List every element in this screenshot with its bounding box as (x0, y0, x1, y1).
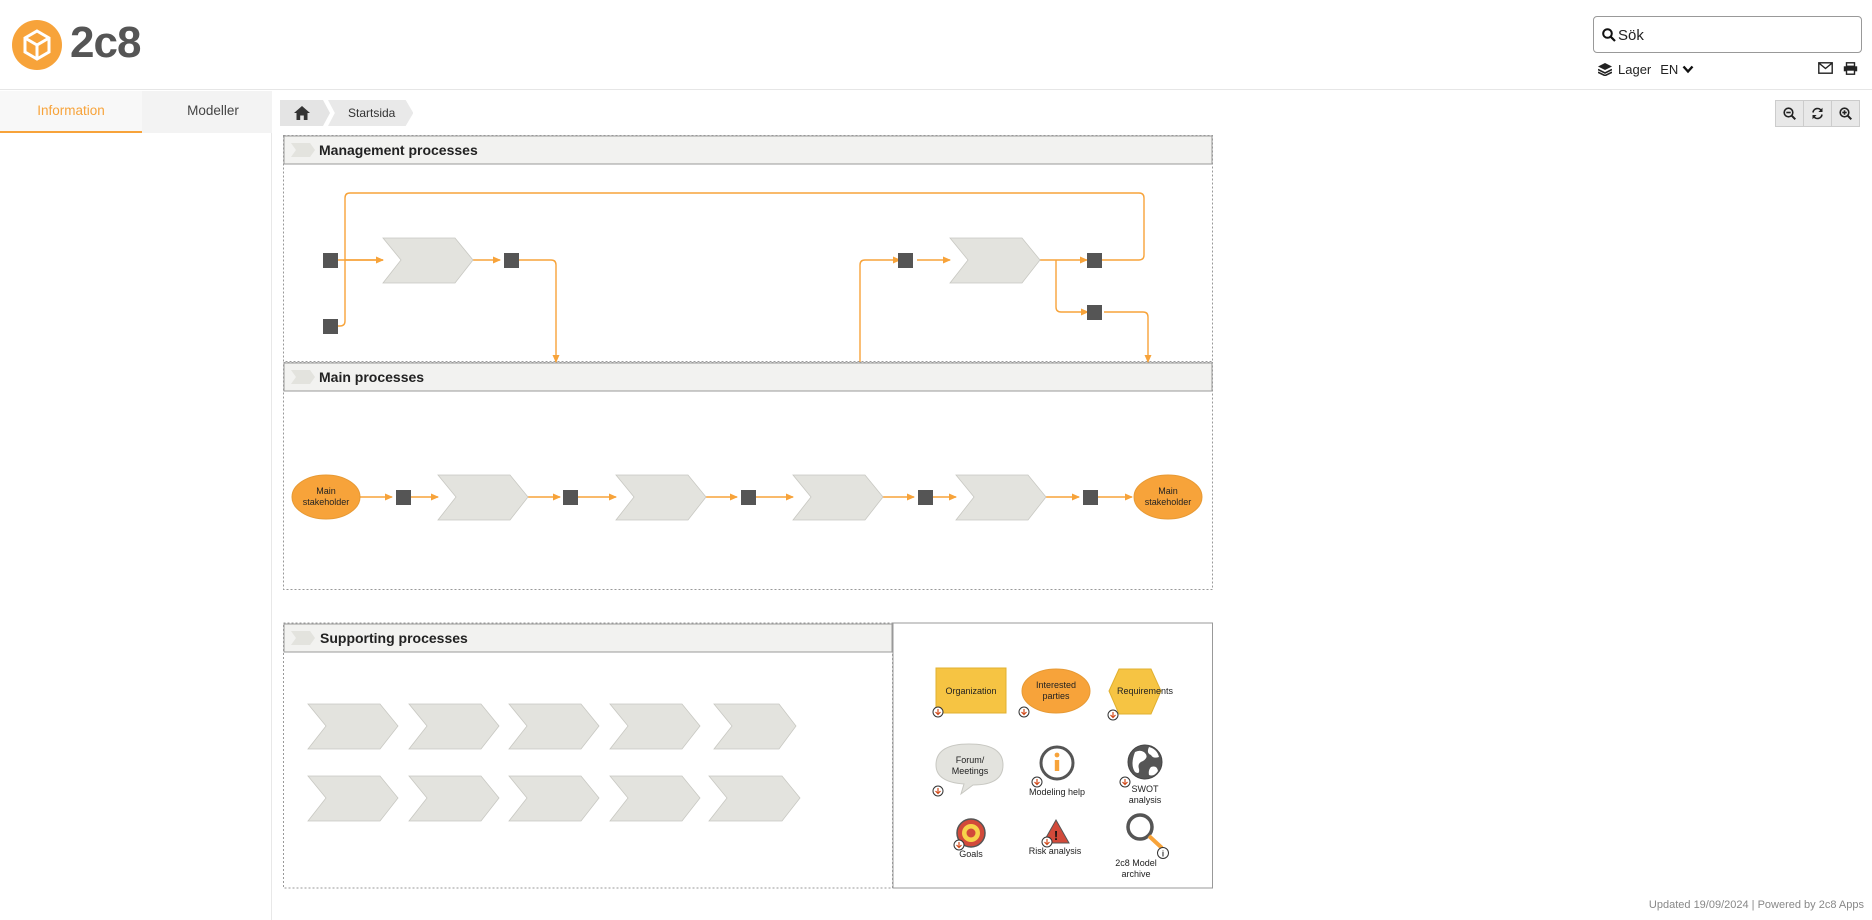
event-node[interactable] (1087, 305, 1102, 320)
lane-title-main: Main processes (319, 369, 424, 385)
lane-chevron-icon (291, 143, 315, 157)
event-node[interactable] (323, 253, 338, 268)
legend-goals-label: Goals (959, 849, 983, 859)
legend-goals[interactable]: Goals (953, 818, 986, 859)
search-icon (1602, 28, 1616, 42)
main-stakeholder-right[interactable] (1133, 474, 1203, 520)
process-map: Management processes Main processes Supp… (283, 135, 1213, 889)
process-chevron[interactable] (408, 703, 500, 750)
process-chevron[interactable] (437, 474, 529, 521)
language-selector[interactable]: EN (1660, 62, 1700, 77)
chevron-down-icon (1682, 65, 1694, 73)
tab-information[interactable]: Information (0, 91, 142, 133)
lane-header-management (283, 135, 1213, 165)
footer: Updated 19/09/2024 | Powered by 2c8 Apps (1648, 899, 1864, 911)
process-chevron[interactable] (408, 775, 500, 822)
legend-risk-analysis-label: Risk analysis (1029, 846, 1082, 856)
breadcrumb-home[interactable] (280, 100, 330, 126)
legend-organization[interactable]: Organization (932, 667, 1007, 718)
legend-forum-meetings-label: Forum/Meetings (952, 755, 989, 776)
process-chevron[interactable] (615, 474, 707, 521)
lane-supporting (283, 622, 893, 889)
legend-modeling-help[interactable]: Modeling help (1029, 745, 1085, 797)
management-connectors (330, 192, 1152, 363)
lane-main (283, 362, 1213, 590)
layers-icon (1598, 62, 1612, 76)
process-chevron[interactable] (307, 775, 399, 822)
event-node[interactable] (323, 319, 338, 334)
home-icon (294, 106, 310, 120)
process-chevron[interactable] (609, 775, 701, 822)
event-node[interactable] (898, 253, 913, 268)
lane-title-management: Management processes (319, 142, 478, 158)
header-actions (1818, 62, 1858, 75)
legend-organization-label: Organization (945, 686, 996, 696)
process-chevron[interactable] (955, 474, 1047, 521)
process-chevron[interactable] (307, 703, 399, 750)
zoom-in-icon (1839, 107, 1852, 120)
lane-header-supporting (283, 623, 893, 653)
print-icon[interactable] (1843, 62, 1858, 75)
magnifier-icon (1126, 813, 1154, 841)
process-chevron[interactable] (508, 775, 600, 822)
zoom-in-button[interactable] (1831, 100, 1860, 127)
sidebar-tabs: Information Modeller (0, 91, 272, 133)
logo-text: 2c8 (70, 18, 141, 67)
sidebar: Information Modeller (0, 91, 272, 920)
refresh-button[interactable] (1803, 100, 1832, 127)
main-events (396, 490, 1098, 505)
process-chevron[interactable] (713, 703, 797, 750)
process-chevron[interactable] (609, 703, 701, 750)
zoom-out-button[interactable] (1775, 100, 1804, 127)
process-chevron[interactable] (949, 237, 1041, 284)
svg-text:!: ! (1054, 828, 1058, 843)
search-input[interactable] (1618, 21, 1848, 49)
main-stakeholder-left[interactable] (291, 474, 361, 520)
layer-selector[interactable]: Lager EN (1598, 60, 1700, 78)
event-node[interactable] (1087, 253, 1102, 268)
event-node[interactable] (1083, 490, 1098, 505)
legend-modeling-help-label: Modeling help (1029, 787, 1085, 797)
zoom-controls (1775, 100, 1860, 127)
search-box[interactable] (1593, 16, 1862, 53)
management-events (323, 253, 1102, 334)
legend-risk-analysis[interactable]: ! Risk analysis (1029, 818, 1082, 856)
breadcrumb: Startsida (280, 100, 414, 126)
zoom-out-icon (1783, 107, 1796, 120)
legend-forum-meetings[interactable]: Forum/Meetings (932, 743, 1004, 797)
layer-label: Lager (1618, 61, 1652, 77)
process-chevron[interactable] (708, 775, 801, 822)
lane-title-supporting: Supporting processes (320, 630, 468, 646)
lane-header-main (283, 362, 1213, 392)
tab-modeller[interactable]: Modeller (187, 103, 239, 118)
process-chevron[interactable] (792, 474, 884, 521)
event-node[interactable] (741, 490, 756, 505)
event-node[interactable] (396, 490, 411, 505)
language-label: EN (1660, 61, 1679, 77)
event-node[interactable] (504, 253, 519, 268)
lane-chevron-icon (291, 631, 315, 645)
process-chevron[interactable] (382, 237, 474, 284)
breadcrumb-item-startsida[interactable]: Startsida (328, 100, 414, 126)
legend-requirements[interactable]: Requirements (1107, 668, 1174, 721)
event-node[interactable] (918, 490, 933, 505)
process-chevron[interactable] (508, 703, 600, 750)
legend-requirements-label: Requirements (1117, 686, 1174, 696)
lane-chevron-icon (291, 370, 315, 384)
svg-text:i: i (1162, 850, 1164, 859)
header: 2c8 Lager EN (0, 0, 1872, 90)
event-node[interactable] (563, 490, 578, 505)
refresh-icon (1812, 107, 1823, 120)
mail-icon[interactable] (1818, 62, 1833, 74)
logo-icon[interactable] (12, 20, 62, 70)
